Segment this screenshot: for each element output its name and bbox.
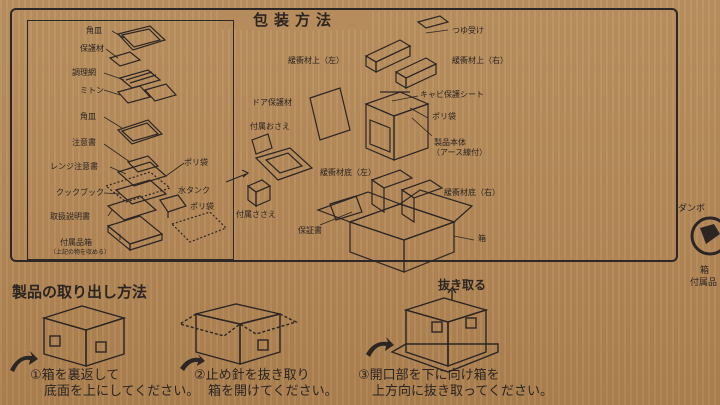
step3-line1: ③開口部を下に向け箱を [358, 368, 500, 383]
accessory-tray-shape [254, 147, 314, 181]
step2-line2: 箱を開けてください。 [208, 384, 338, 399]
step2-text: ②止め針を抜き取り 箱を開けてください。 [194, 368, 338, 400]
warranty-shape [329, 195, 363, 221]
step-illustrations [41, 286, 499, 373]
step2-box [178, 303, 298, 365]
step1-text: ①箱を裏返して 底面を上にしてください。 [30, 368, 199, 400]
step2-line1: ②止め針を抜き取り [194, 368, 310, 383]
rotate-arrow-icons [10, 337, 394, 372]
accessory-holder-shape [251, 133, 273, 155]
tray-bottom-shape [116, 119, 164, 145]
label-main-unit-note: （アース線付） [432, 148, 488, 157]
label-poly-bag2: ポリ袋 [190, 202, 214, 211]
label-poly-bag-unit: ポリ袋 [432, 112, 456, 121]
label-accessory-box: 付属品箱 [60, 238, 92, 247]
main-unit-shape [364, 91, 430, 161]
step3-text: ③開口部を下に向け箱を 上方向に抜き取ってください。 [358, 368, 553, 400]
water-tank-shape [159, 194, 187, 218]
manual-shape [106, 195, 158, 221]
step3-box [390, 297, 499, 373]
protective-sheet-shape [108, 51, 142, 67]
pull-out-label: 抜き取る [438, 278, 487, 292]
cookbook-shape [114, 179, 168, 205]
cushion-top-left-shape [364, 39, 412, 74]
label-cushion-top-left: 緩衝材上（左） [288, 56, 344, 65]
step1-line1: ①箱を裏返して [30, 368, 120, 383]
label-range-caution: レンジ注意書 [50, 162, 98, 171]
label-tray-top: 角皿 [86, 26, 102, 35]
cushion-bottom-left-shape [370, 169, 414, 214]
label-poly-bag: ポリ袋 [184, 158, 208, 167]
step1-line2: 底面を上にしてください。 [44, 384, 200, 399]
label-warranty: 保証書 [298, 226, 322, 235]
label-cushion-top-right: 緩衝材上（右） [452, 56, 508, 65]
label-accessory-box-note: （上記の物を収める） [50, 249, 111, 256]
tray-top-shape [116, 25, 167, 51]
label-main-unit: 製品本体 [434, 138, 466, 147]
recycle-note-line3: 付属品 [690, 278, 718, 288]
step1-box [41, 305, 127, 367]
mitten-shapes [116, 83, 178, 104]
accessory-support-shape [246, 179, 272, 208]
recycle-mark-icon [690, 216, 720, 256]
label-manual: 取扱説明書 [50, 212, 90, 221]
recycle-note-line2: 箱 [700, 266, 710, 276]
caution-sheet-shape [126, 155, 160, 173]
label-tray-bottom: 角皿 [80, 112, 96, 121]
cushion-top-right-shape [394, 57, 438, 90]
packing-method-panel: 包装方法 [10, 8, 678, 262]
label-door-protective: ドア保護材 [252, 98, 292, 107]
recycle-note-line1: ダンボ [678, 204, 706, 214]
unpacking-title: 製品の取り出し方法 [12, 283, 148, 301]
cushion-bottom-right-shape [400, 179, 444, 224]
accessory-box-shape [106, 215, 164, 252]
pull-up-arrow-icon [447, 286, 457, 300]
label-accessory-support: 付属ささえ [236, 210, 276, 219]
accessory-subpanel [27, 20, 234, 260]
label-drip-receiver: つゆ受け [452, 26, 484, 35]
label-caution: 注意書 [72, 138, 96, 147]
panel-title: 包装方法 [220, 10, 370, 30]
label-protective: 保護材 [80, 44, 104, 53]
step3-line2: 上方向に抜き取ってください。 [372, 384, 553, 399]
label-mitten: ミトン [80, 86, 104, 95]
label-box: 箱 [478, 234, 486, 243]
label-water-tank: 水タンク [178, 186, 210, 195]
grill-shape [118, 69, 162, 89]
label-cushion-bottom-left: 緩衝材底（左） [320, 168, 376, 177]
door-protective-shape [309, 87, 351, 141]
poly-bag-shape [104, 171, 172, 203]
label-grill: 調理網 [72, 68, 96, 77]
label-accessory-holder: 付属おさえ [250, 122, 290, 131]
label-cabinet-sheet: キャビ保護シート [420, 90, 484, 99]
outer-box-shape [316, 189, 474, 273]
poly-bag2-shape [170, 211, 228, 243]
label-cookbook: クックブック [56, 188, 104, 197]
drip-receiver-shape [416, 15, 450, 29]
label-cushion-bottom-right: 緩衝材底（右） [444, 188, 500, 197]
